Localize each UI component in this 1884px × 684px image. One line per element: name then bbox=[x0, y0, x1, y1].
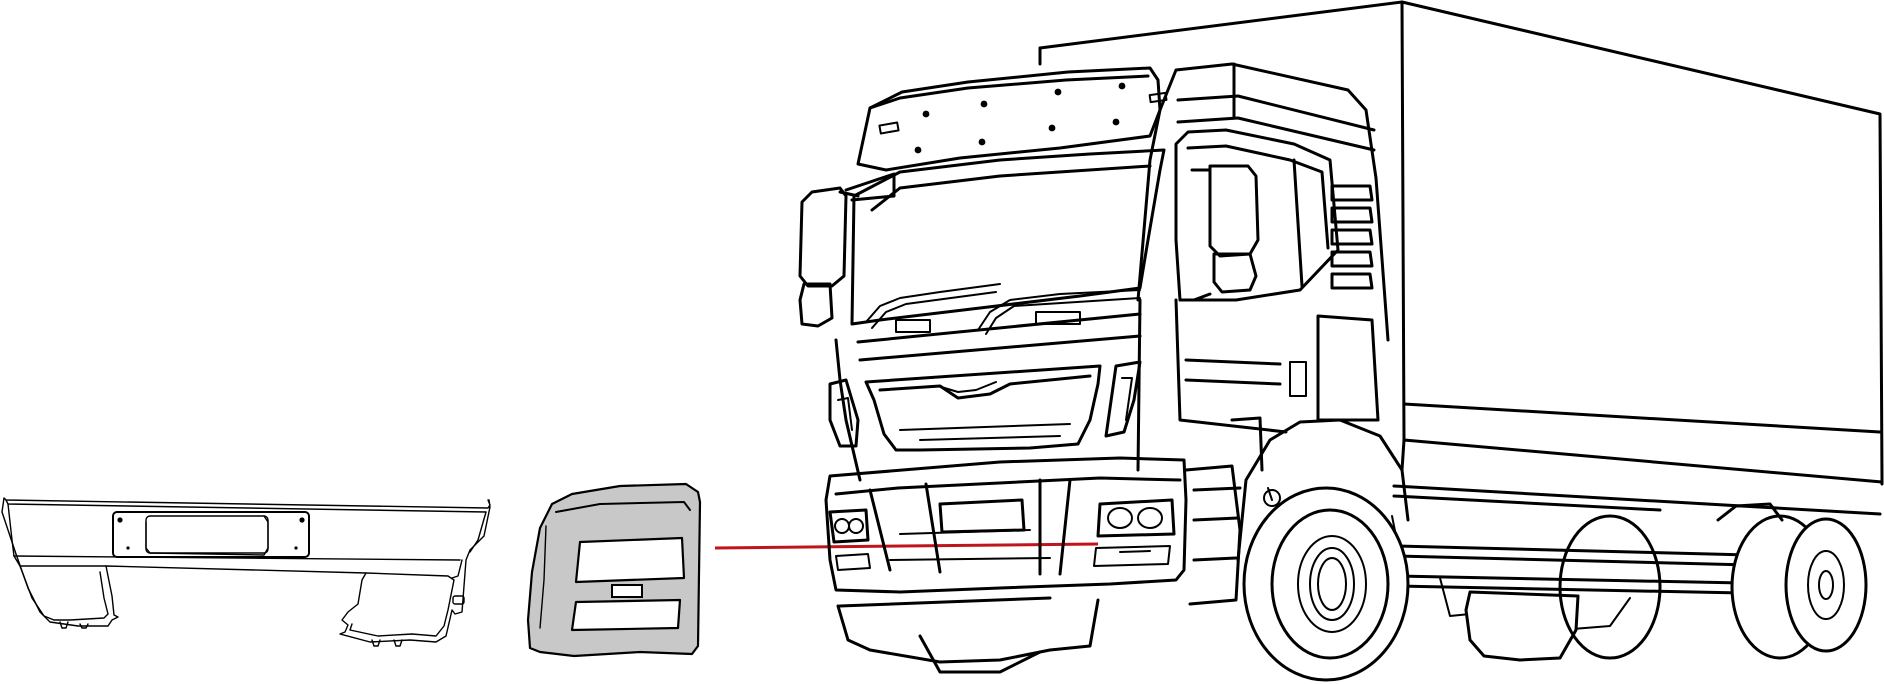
cab bbox=[798, 62, 1410, 674]
callout-line bbox=[714, 542, 1099, 550]
truck-left-bumper-lamp bbox=[828, 508, 871, 571]
chassis bbox=[1392, 484, 1882, 631]
front-bumper bbox=[1, 497, 491, 647]
truck bbox=[798, 0, 1884, 682]
cargo-box bbox=[1038, 0, 1884, 486]
truck-right-bumper-lamp bbox=[1093, 498, 1176, 567]
front-wheel bbox=[1242, 486, 1410, 682]
headlamp-bezel bbox=[526, 482, 702, 658]
rear-wheels bbox=[1464, 502, 1868, 662]
